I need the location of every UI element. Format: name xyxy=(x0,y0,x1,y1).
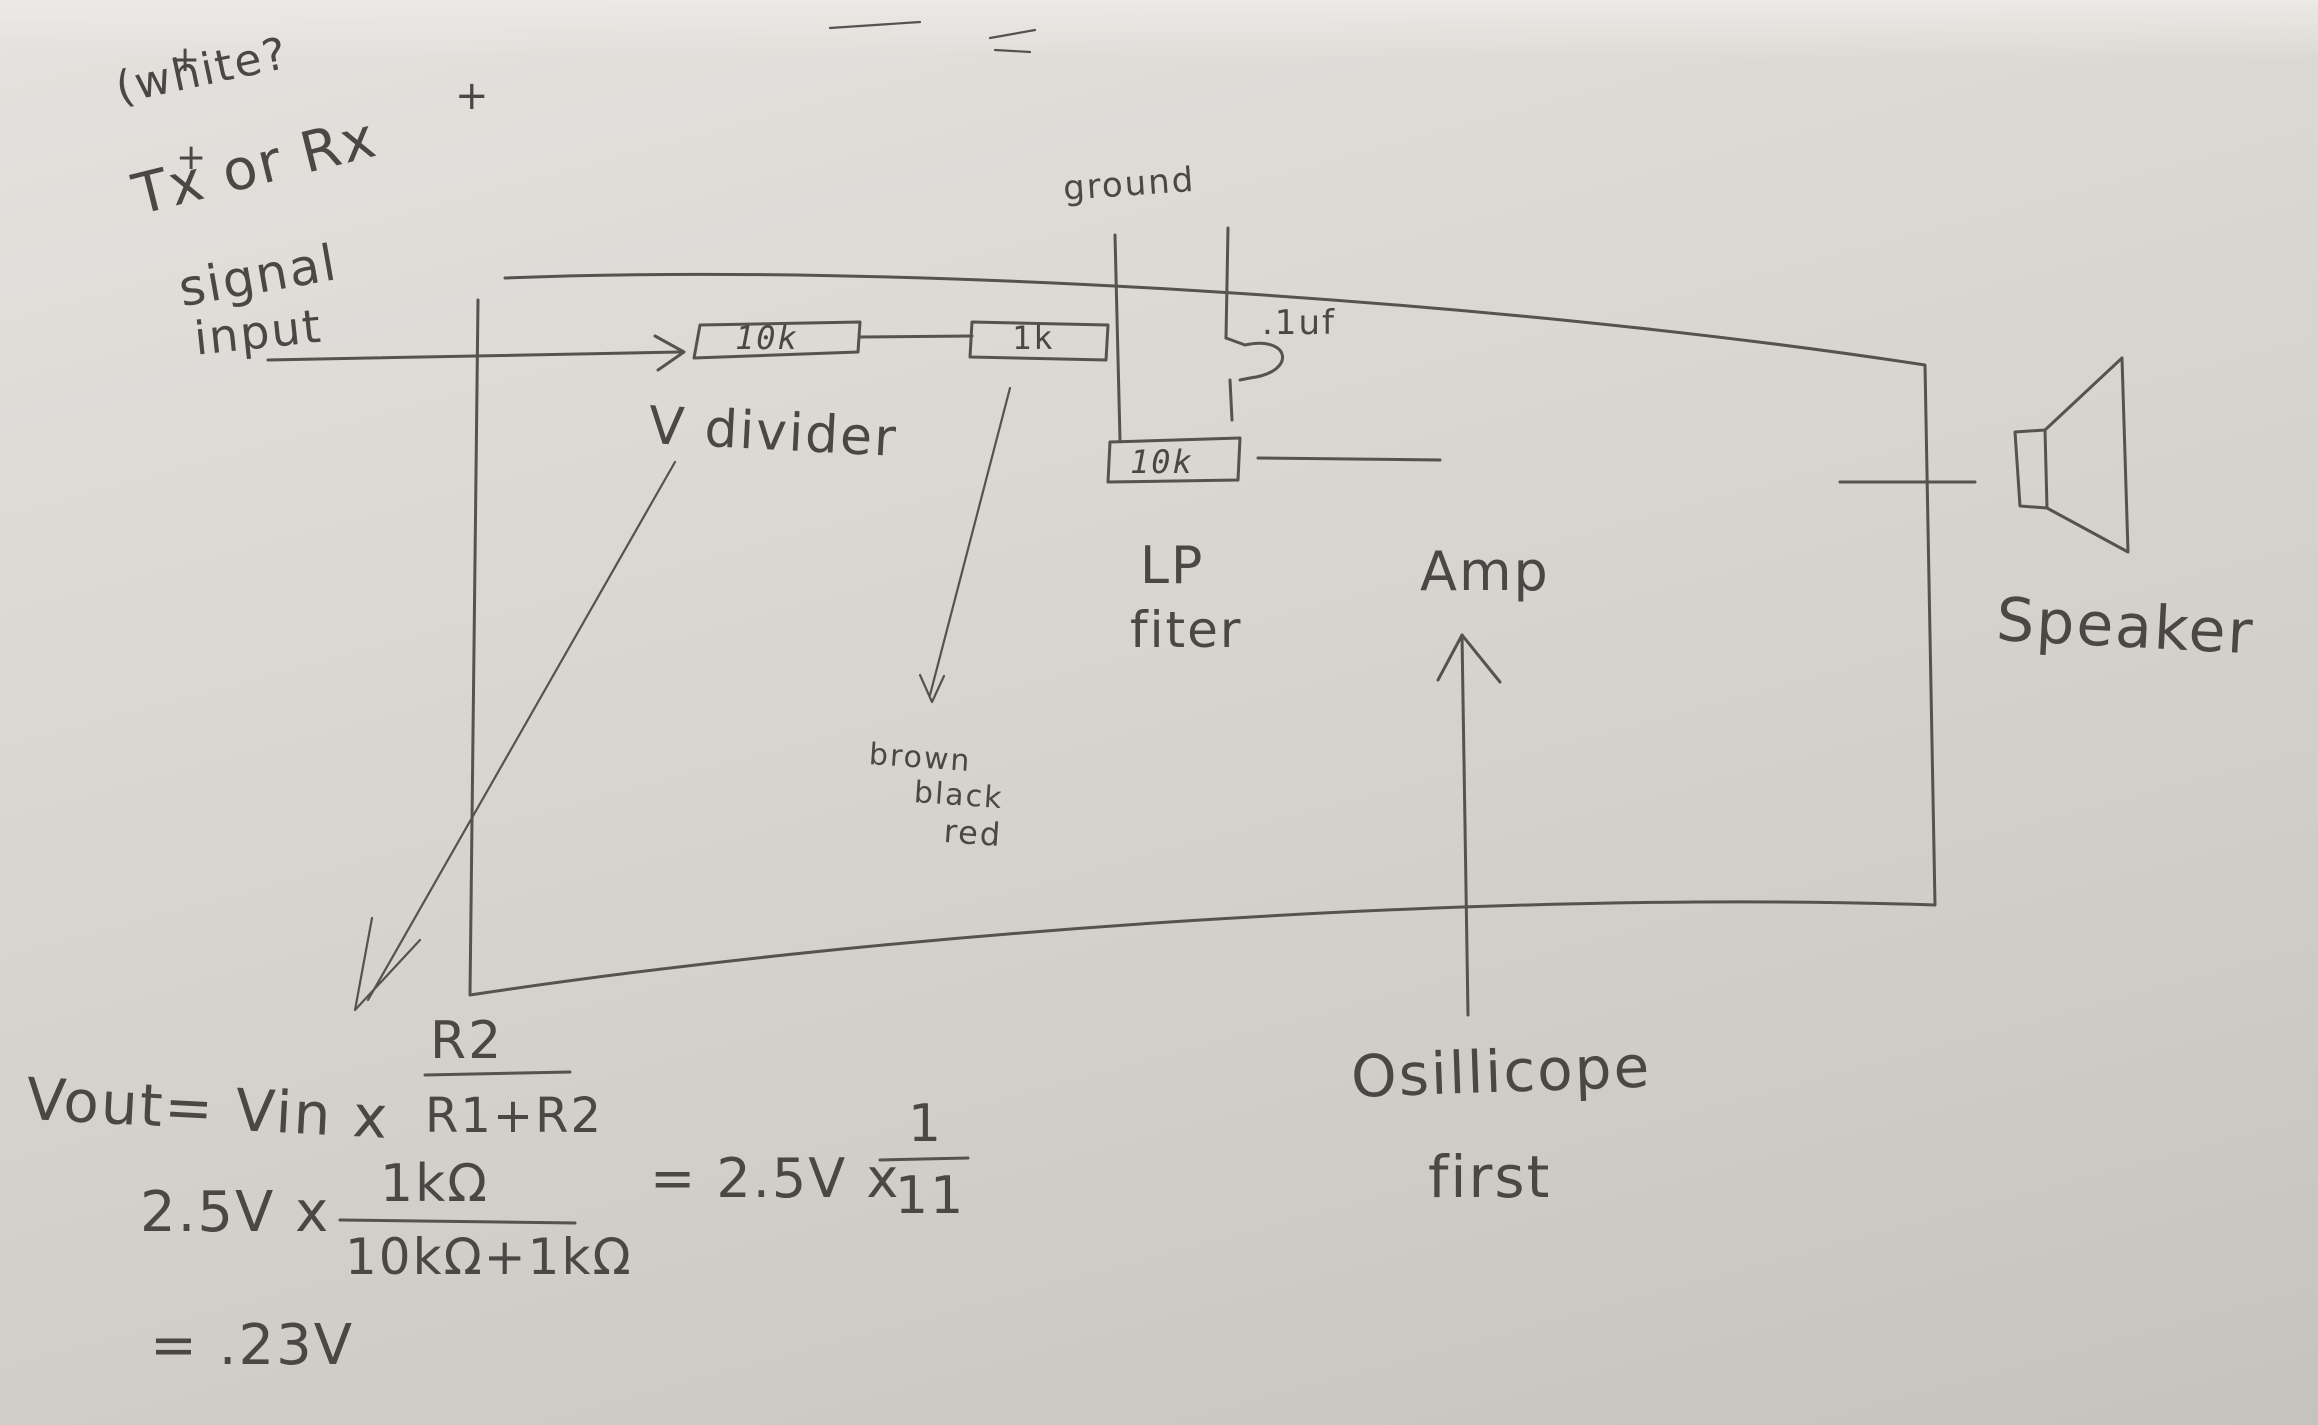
oscilloscope-arrow-head xyxy=(1436,633,1502,684)
calc-equals: = 2.5V x xyxy=(650,1147,901,1210)
calc-numerator-1k: 1kΩ xyxy=(380,1154,489,1214)
lp-label: LP xyxy=(1140,536,1205,596)
rx-plus-mark: + xyxy=(455,73,491,119)
paper-fold-highlight xyxy=(0,0,2318,60)
formula-denominator-r1-r2: R1+R2 xyxy=(425,1088,603,1144)
resistor-lp-10k-body xyxy=(1106,436,1242,484)
color-code-arrow-line xyxy=(928,386,1012,697)
oscilloscope-arrow-line xyxy=(1460,633,1470,1017)
fraction-bar-2 xyxy=(338,1218,577,1225)
color-code-arrow-head xyxy=(918,673,946,704)
vout-formula-lhs: Vout= Vin x xyxy=(24,1065,391,1152)
capacitor-to-filter-wire xyxy=(1228,378,1234,422)
calc-result: = .23V xyxy=(150,1313,355,1378)
formula-numerator-r2: R2 xyxy=(430,1011,504,1071)
signal-input-arrowhead xyxy=(653,334,686,372)
v-divider-label: V divider xyxy=(647,396,900,469)
resistor-10k-body xyxy=(692,320,862,360)
fraction-bar-1 xyxy=(423,1070,572,1077)
filter-to-amp-wire xyxy=(1256,456,1442,462)
color-code-red: red xyxy=(942,812,1004,854)
color-code-brown: brown xyxy=(867,737,973,780)
stray-mark-top xyxy=(828,20,1037,54)
divider-arrow-line xyxy=(366,460,677,1002)
capacitor-label: .1uf xyxy=(1262,303,1336,343)
fraction-bar-3 xyxy=(878,1156,970,1162)
input-label: input xyxy=(191,298,325,366)
first-label: first xyxy=(1428,1143,1552,1211)
calc-denominator-10k-1k: 10kΩ+1kΩ xyxy=(345,1228,633,1286)
white-plus-mark: + xyxy=(170,39,203,80)
speaker-label: Speaker xyxy=(1994,585,2256,669)
ground-label: ground xyxy=(1061,159,1197,209)
resistor-1k-label: 1k xyxy=(1012,319,1055,357)
oscilloscope-label: Osillicope xyxy=(1349,1032,1653,1111)
filter-label: fiter xyxy=(1130,601,1243,659)
calc-lhs: 2.5V x xyxy=(140,1180,331,1245)
resistor-lp-10k-label: 10k xyxy=(1130,443,1194,481)
signal-input-wire xyxy=(266,350,682,362)
resistor-10k-label: 10k xyxy=(735,319,799,357)
ground-wire-right xyxy=(1224,226,1230,340)
resistor-link-wire xyxy=(858,334,974,339)
resistor-1k-body xyxy=(968,320,1110,362)
speaker-icon xyxy=(2013,356,2130,554)
capacitor-symbol xyxy=(1224,336,1284,382)
calc-denominator-11: 11 xyxy=(895,1166,966,1226)
divider-arrow-head xyxy=(353,916,422,1012)
color-code-black: black xyxy=(912,775,1005,817)
outer-wire-loop xyxy=(468,272,1937,997)
tx-plus-mark: + xyxy=(176,137,209,178)
ground-wire-left xyxy=(1113,233,1122,442)
calc-numerator-1: 1 xyxy=(908,1094,944,1154)
amp-label: Amp xyxy=(1420,540,1550,603)
